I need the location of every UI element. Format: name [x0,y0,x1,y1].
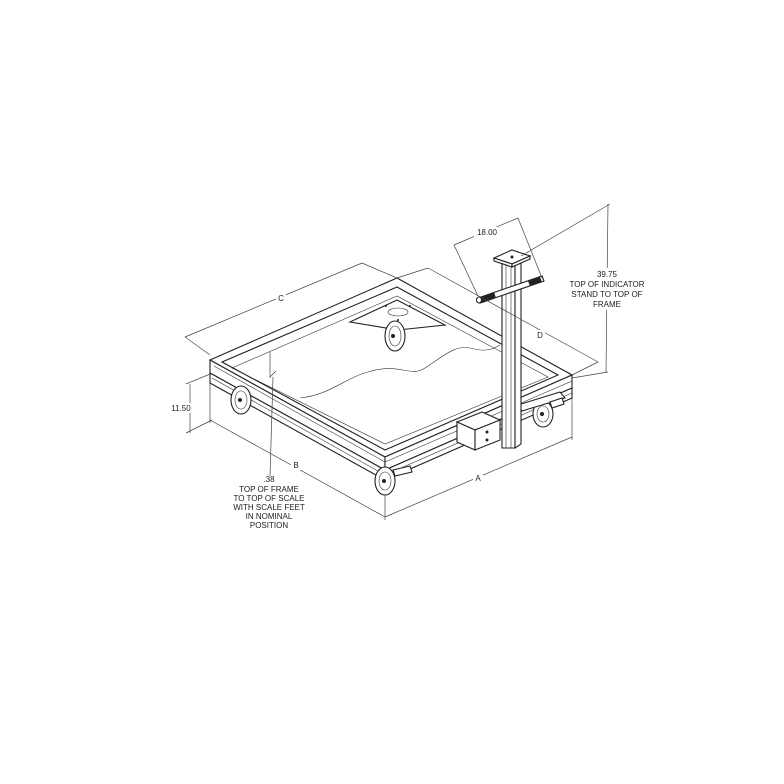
scale-offset-note-line-2: TO TOP OF SCALE [234,494,305,503]
scale-offset-note-line-1: TOP OF FRAME [239,485,299,494]
junction-box [455,411,502,451]
frame-height-value: 11.50 [171,404,191,413]
caster-front [374,465,413,496]
dimension-b: B [209,383,386,518]
scale-offset-value: .38 [263,475,275,484]
dimension-c: C [184,262,398,356]
dimension-stand-width: 18.00 [453,217,543,297]
indicator-height-note-line-1: TOP OF INDICATOR [570,280,645,289]
dimension-b-label: B [293,461,298,470]
scale-offset-note-line-5: POSITION [250,521,288,530]
stand-width-value: 18.00 [477,228,498,237]
caster-rear [384,320,406,352]
indicator-height-note-line-3: FRAME [593,300,621,309]
scale-offset-note-line-3: WITH SCALE FEET [233,503,305,512]
dimension-c-label: C [278,294,284,303]
caster-right [517,391,566,428]
dimension-d-label: D [537,331,543,340]
indicator-height-value: 39.75 [597,270,618,279]
dimension-d: D [396,267,599,376]
scale-offset-note-line-4: IN NOMINAL [246,512,293,521]
dimension-indicator-height: 39.75 TOP OF INDICATOR STAND TO TOP OF F… [520,203,645,379]
indicator-height-note-line-2: STAND TO TOP OF [571,290,642,299]
dimension-a: A [384,398,573,520]
dimension-scale-offset: .38 TOP OF FRAME TO TOP OF SCALE WITH SC… [233,352,305,530]
caster-left [230,385,252,415]
indicator-stand [475,249,545,450]
dimension-a-label: A [475,474,481,483]
dimension-frame-height: 11.50 [170,373,213,434]
rear-corner-gusset [348,299,447,331]
